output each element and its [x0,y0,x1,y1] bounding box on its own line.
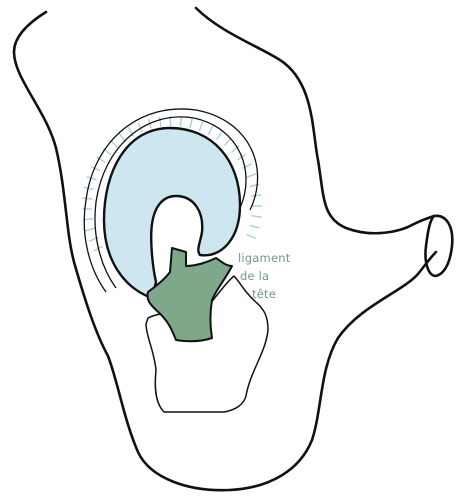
labrum-hatch-mark [119,133,125,141]
labrum-hatch-mark [160,117,161,127]
label-tete: tête [252,287,276,301]
label-ligament: ligament [238,251,291,265]
labrum-hatch-mark [199,121,202,130]
labrum-hatch-mark [251,195,261,196]
labrum-hatch-mark [250,225,260,227]
labrum-hatch-mark [86,228,96,231]
labrum-hatch-mark [251,216,261,217]
pelvis-outline [14,12,436,490]
labrum-hatch-mark [208,126,213,135]
labrum-hatch-mark [217,131,223,139]
labrum-hatch-mark [247,174,256,178]
femur-shaft-end [425,216,452,276]
labrum-hatch-mark [190,118,192,128]
labrum-hatch-mark [180,117,181,127]
labrum-hatch-mark [247,235,256,239]
label-de-la: de la [240,269,269,283]
labrum-hatch-mark [91,167,100,171]
labrum-hatch-mark [225,138,232,146]
labrum-hatch-mark [82,198,92,199]
